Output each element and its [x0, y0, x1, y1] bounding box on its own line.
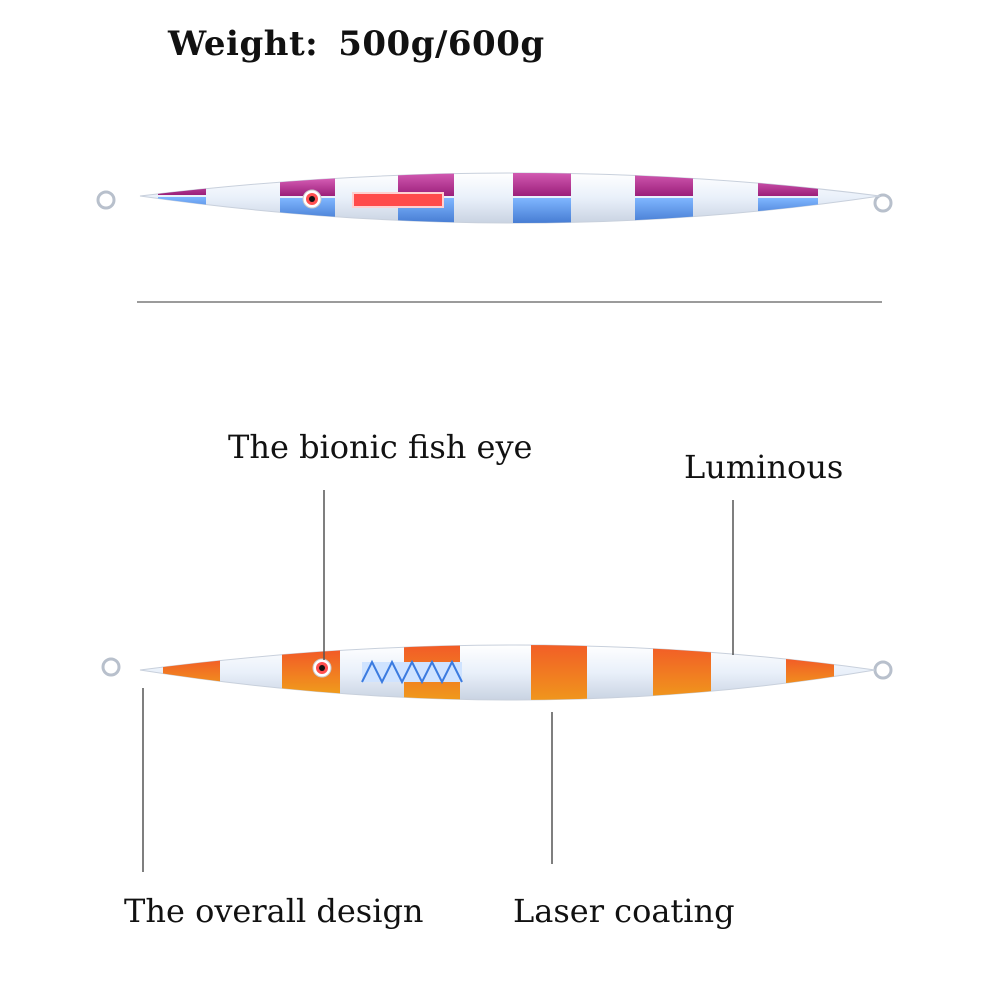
- callout-coating: Laser coating: [513, 892, 735, 930]
- split-ring-right: [873, 193, 893, 213]
- lure-orange-gold: [101, 644, 893, 701]
- lure-pink-blue: [96, 172, 893, 224]
- callout-luminous: Luminous: [684, 448, 844, 486]
- split-ring-left: [96, 190, 116, 210]
- weight-label: Weight:: [168, 24, 319, 64]
- callout-design: The overall design: [124, 892, 424, 930]
- callout-eye: The bionic fish eye: [228, 428, 533, 466]
- lure-body: [139, 644, 876, 701]
- luminous-scale-strip: [361, 659, 463, 685]
- split-ring-left: [101, 657, 121, 677]
- weight-spec: Weight: 500g/600g: [168, 24, 545, 64]
- laser-strip: [352, 192, 444, 208]
- split-ring-right: [873, 660, 893, 680]
- weight-value: 500g/600g: [338, 24, 545, 64]
